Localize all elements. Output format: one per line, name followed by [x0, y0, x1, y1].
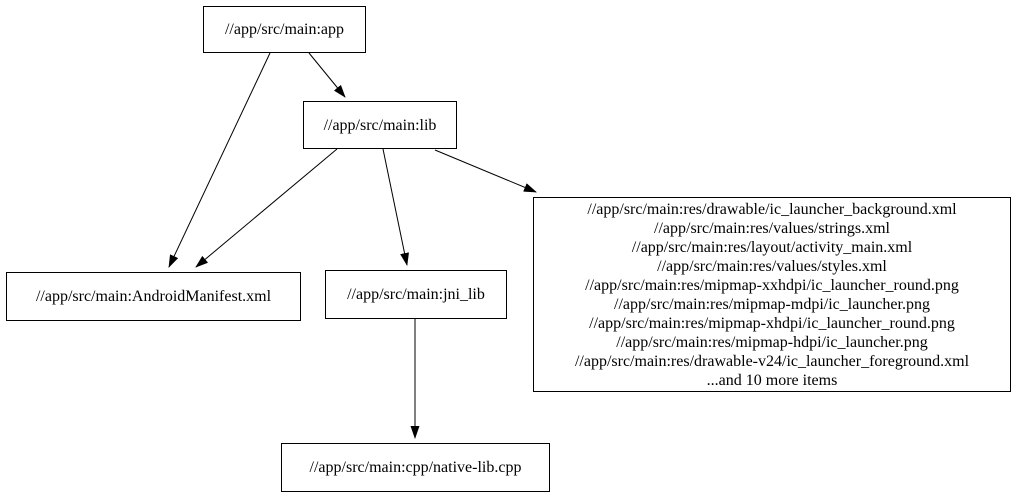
- res-group-more-items: ...and 10 more items: [706, 371, 838, 389]
- edge-lib-to-res-group: [434, 149, 537, 193]
- node-native-lib-label: //app/src/main:cpp/native-lib.cpp: [309, 459, 522, 476]
- res-group-line: //app/src/main:res/mipmap-mdpi/ic_launch…: [614, 295, 930, 313]
- res-group-line: //app/src/main:res/values/strings.xml: [654, 219, 890, 237]
- node-jni-lib-label: //app/src/main:jni_lib: [347, 286, 485, 303]
- res-group-line: //app/src/main:res/mipmap-hdpi/ic_launch…: [616, 333, 928, 351]
- edge-app-to-manifest: [168, 52, 271, 268]
- node-native-lib: //app/src/main:cpp/native-lib.cpp: [281, 443, 550, 492]
- node-lib-label: //app/src/main:lib: [323, 116, 437, 134]
- res-group-line: //app/src/main:res/layout/activity_main.…: [631, 238, 913, 256]
- res-group-line: //app/src/main:res/mipmap-xxhdpi/ic_laun…: [585, 276, 959, 294]
- res-group-line: //app/src/main:res/drawable-v24/ic_launc…: [574, 352, 970, 370]
- edge-lib-to-jni-lib: [382, 148, 409, 266]
- node-lib: //app/src/main:lib: [303, 101, 457, 149]
- edge-lib-to-manifest: [195, 148, 338, 268]
- node-app-label: //app/src/main:app: [224, 21, 345, 38]
- res-group-line: //app/src/main:res/mipmap-xhdpi/ic_launc…: [589, 314, 955, 332]
- node-android-manifest: //app/src/main:AndroidManifest.xml: [6, 272, 301, 321]
- node-app: //app/src/main:app: [203, 6, 366, 53]
- node-android-manifest-label: //app/src/main:AndroidManifest.xml: [35, 288, 272, 305]
- res-group-line: //app/src/main:res/drawable/ic_launcher_…: [587, 200, 957, 218]
- edge-app-to-lib: [308, 52, 346, 98]
- res-group-line: //app/src/main:res/values/styles.xml: [657, 257, 887, 275]
- node-jni-lib: //app/src/main:jni_lib: [325, 270, 507, 319]
- node-res-group: //app/src/main:res/drawable/ic_launcher_…: [533, 197, 1011, 392]
